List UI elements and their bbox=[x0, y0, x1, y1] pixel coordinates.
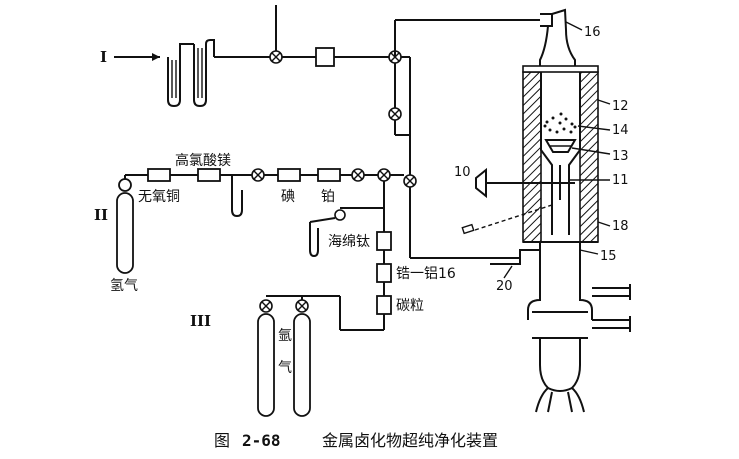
leader-14 bbox=[577, 125, 611, 131]
platinum-label: 铂 bbox=[321, 189, 335, 205]
inlet-i-label: I bbox=[100, 48, 107, 66]
platinum-box bbox=[317, 168, 341, 182]
argon-cylinder-2 bbox=[293, 313, 311, 417]
caption-number: 2-68 bbox=[242, 431, 281, 450]
inlet-iii-label: III bbox=[190, 312, 211, 330]
mid-valve-3 bbox=[377, 168, 391, 182]
mid-valve bbox=[388, 107, 402, 121]
furnace-wall-left bbox=[522, 71, 542, 243]
sight-eyepiece bbox=[461, 223, 475, 235]
part-11: 11 bbox=[612, 173, 629, 188]
cylinder-valve-1 bbox=[259, 299, 273, 313]
mid-valve-2 bbox=[351, 168, 365, 182]
nozzle-20 bbox=[490, 249, 540, 265]
inlet-i-arrow bbox=[152, 53, 160, 61]
caption-title: 金属卤化物超纯净化装置 bbox=[322, 431, 498, 450]
probe-handle bbox=[475, 167, 487, 199]
zr-al-box bbox=[376, 263, 392, 283]
small-u-trap bbox=[231, 175, 243, 218]
sponge-titanium-label: 海绵钛 bbox=[328, 233, 370, 250]
part-15: 15 bbox=[600, 249, 617, 264]
leader-16 bbox=[565, 21, 583, 31]
leader-18 bbox=[597, 221, 611, 227]
argon-label-2: 气 bbox=[278, 360, 292, 376]
furnace-top-cap bbox=[522, 65, 599, 73]
leader-12 bbox=[597, 99, 611, 105]
part-12: 12 bbox=[612, 99, 629, 114]
oxygen-free-copper-box bbox=[147, 168, 171, 182]
part-20: 20 bbox=[496, 279, 513, 294]
cylinder-valve-2 bbox=[295, 299, 309, 313]
caption-prefix: 图 bbox=[214, 431, 230, 450]
inlet-iii-branch: 海绵钛 锆一铝16 碳粒 III 氩 气 bbox=[190, 181, 456, 417]
part-10: 10 bbox=[454, 165, 471, 180]
lower-tube-left bbox=[527, 242, 541, 320]
oxygen-free-copper-label: 无氧铜 bbox=[138, 189, 180, 205]
lower-joint bbox=[532, 311, 588, 339]
carbon-grains-label: 碳粒 bbox=[396, 298, 424, 314]
high-chlorate-box bbox=[197, 168, 221, 182]
iodine-box bbox=[277, 168, 301, 182]
part-callouts: 16 12 14 13 10 11 18 15 20 bbox=[454, 21, 629, 294]
figure-caption: 图 2-68 金属卤化物超纯净化装置 bbox=[214, 431, 498, 450]
iodine-label: 碘 bbox=[281, 189, 295, 205]
cylinder-valve-left bbox=[118, 178, 132, 192]
lower-outlets bbox=[547, 391, 573, 413]
reactor-top-neck-left bbox=[539, 25, 549, 66]
lower-tube-right bbox=[579, 242, 593, 320]
leader-15 bbox=[579, 249, 599, 255]
branch-u-trap bbox=[309, 222, 319, 258]
reactor-inlet-fitting bbox=[540, 13, 553, 27]
u-tube-trap-2 bbox=[193, 39, 215, 108]
inner-tube-right bbox=[568, 72, 581, 235]
lower-bulb-mid bbox=[547, 387, 573, 392]
inner-tube-left bbox=[540, 72, 553, 235]
u-tube-trap-1 bbox=[167, 43, 194, 108]
top-filter-box bbox=[315, 47, 335, 67]
trunk-valve bbox=[403, 174, 417, 188]
part-13: 13 bbox=[612, 149, 629, 164]
lower-bulb-right bbox=[570, 338, 585, 413]
u-tube-inner bbox=[171, 48, 203, 98]
hydrogen-left-label: 氢气 bbox=[110, 278, 138, 294]
argon-label-1: 氩 bbox=[278, 328, 292, 344]
furnace-wall-right bbox=[579, 71, 599, 243]
inlet-i-line: I bbox=[100, 5, 410, 108]
metal-particles bbox=[543, 112, 577, 134]
crucible bbox=[544, 139, 577, 153]
mid-valve-1 bbox=[251, 168, 265, 182]
inlet-ii-label: II bbox=[94, 206, 108, 224]
inlet-ii-line: II 氢气 无氧铜 高氯酸镁 碘 铂 bbox=[94, 152, 404, 294]
reactor-top-neck bbox=[551, 8, 576, 66]
leader-20 bbox=[503, 265, 513, 279]
branch-valve bbox=[334, 209, 346, 221]
leader-13 bbox=[571, 147, 611, 155]
side-port-2 bbox=[592, 319, 630, 329]
zr-al-label: 锆一铝16 bbox=[396, 266, 456, 282]
hydrogen-cylinder-left bbox=[116, 192, 134, 274]
branch-to-trap bbox=[309, 217, 336, 223]
side-port-1 bbox=[592, 287, 630, 297]
part-16: 16 bbox=[584, 25, 601, 40]
sponge-titanium-box bbox=[376, 231, 392, 251]
probe-10 bbox=[461, 167, 575, 235]
top-valve-1 bbox=[269, 50, 283, 64]
part-14: 14 bbox=[612, 123, 629, 138]
high-chlorate-label: 高氯酸镁 bbox=[175, 152, 231, 169]
part-18: 18 bbox=[612, 219, 629, 234]
argon-cylinder-1 bbox=[257, 313, 275, 417]
lower-bulb-left bbox=[535, 338, 550, 413]
main-trunk bbox=[388, 13, 553, 259]
carbon-grains-box bbox=[376, 295, 392, 315]
reactor-column bbox=[490, 8, 631, 413]
